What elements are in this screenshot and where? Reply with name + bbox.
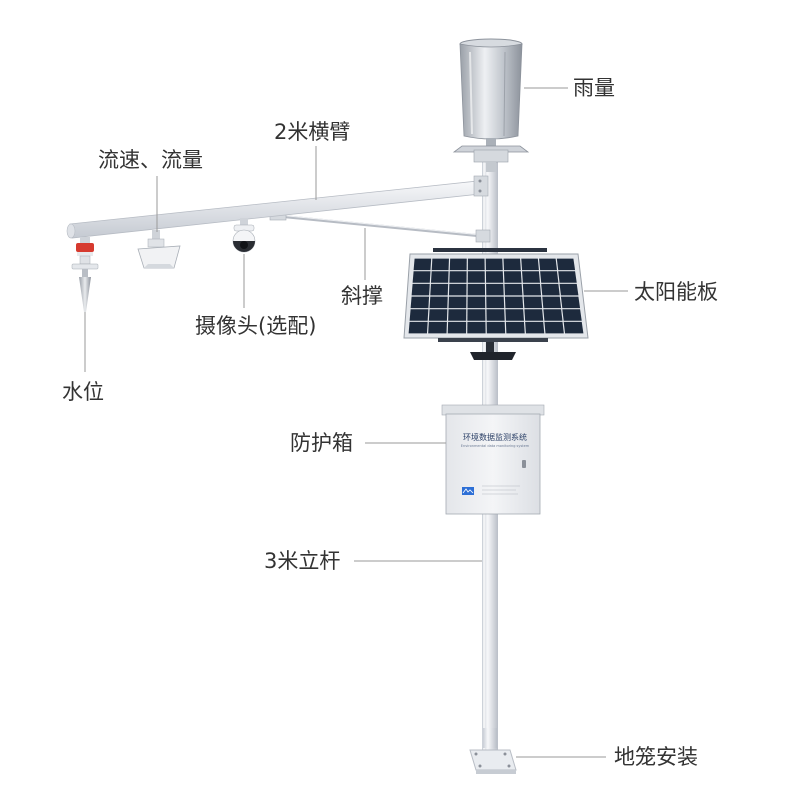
label-cage: 地笼安装 <box>614 745 698 769</box>
solar-cell <box>428 321 447 334</box>
solar-cell <box>486 309 505 321</box>
solar-cell <box>467 321 486 334</box>
enclosure-title: 环境数据监测系统 <box>463 433 527 442</box>
solar-cell <box>543 309 563 321</box>
solar-cell <box>448 283 467 296</box>
label-enclosure: 防护箱 <box>290 431 353 455</box>
leader-lines <box>84 87 628 758</box>
solar-cell <box>447 321 467 334</box>
solar-cell <box>563 321 584 334</box>
solar-cell <box>503 271 522 283</box>
solar-cell <box>540 271 559 283</box>
solar-cell <box>467 258 485 271</box>
solar-cell <box>522 283 542 296</box>
solar-cell <box>448 296 467 309</box>
solar-cell <box>413 258 432 271</box>
solar-cell <box>505 321 525 334</box>
solar-panel <box>403 248 589 360</box>
water-level-sensor <box>71 237 99 312</box>
label-crossarm: 2米横臂 <box>274 120 351 144</box>
solar-cell <box>449 271 467 283</box>
solar-cell <box>559 283 579 296</box>
solar-cell <box>430 283 449 296</box>
enclosure-box <box>441 404 545 515</box>
solar-cell <box>521 258 539 271</box>
solar-cell <box>486 321 506 334</box>
flow-sensor <box>137 230 181 269</box>
label-rain-gauge: 雨量 <box>573 76 615 100</box>
rain-gauge <box>452 38 530 172</box>
label-flow: 流速、流量 <box>98 148 203 172</box>
solar-cell <box>412 271 431 283</box>
solar-cell <box>542 296 562 309</box>
solar-cell <box>467 309 486 321</box>
solar-cell <box>485 258 503 271</box>
solar-cell <box>449 258 467 271</box>
solar-cell <box>505 309 524 321</box>
solar-cell <box>486 283 504 296</box>
solar-cell <box>467 296 486 309</box>
solar-cell <box>448 309 467 321</box>
solar-cell <box>524 309 544 321</box>
label-camera: 摄像头(选配) <box>195 314 317 338</box>
solar-cell <box>486 296 505 309</box>
solar-cell <box>558 271 577 283</box>
brand-logo-icon <box>462 487 474 495</box>
solar-cell <box>562 309 582 321</box>
solar-cell <box>467 271 485 283</box>
solar-cell <box>430 271 449 283</box>
diagonal-brace <box>269 210 491 243</box>
solar-cell <box>411 283 430 296</box>
solar-cell <box>431 258 449 271</box>
solar-cell <box>522 271 540 283</box>
label-pole: 3米立杆 <box>264 549 341 573</box>
solar-cell <box>504 283 523 296</box>
solar-cell <box>485 271 504 283</box>
solar-cell <box>504 296 524 309</box>
solar-cell <box>541 283 560 296</box>
solar-cell <box>539 258 557 271</box>
label-brace: 斜撑 <box>341 284 383 308</box>
ground-cage-base <box>469 728 517 774</box>
solar-cell <box>525 321 545 334</box>
solar-cell <box>410 296 430 309</box>
solar-cell <box>467 283 486 296</box>
solar-cell <box>544 321 564 334</box>
solar-cell <box>503 258 521 271</box>
solar-cell <box>556 258 576 271</box>
solar-cell <box>409 309 429 321</box>
solar-cell <box>429 296 448 309</box>
camera <box>232 218 256 253</box>
label-water-level: 水位 <box>62 380 104 404</box>
enclosure-subtitle: Environmental data monitoring system <box>460 444 530 448</box>
solar-cell <box>428 309 448 321</box>
crossarm <box>66 175 489 239</box>
label-solar-panel: 太阳能板 <box>634 280 718 304</box>
solar-cell <box>560 296 581 309</box>
solar-cell <box>408 321 428 334</box>
solar-cell <box>523 296 543 309</box>
